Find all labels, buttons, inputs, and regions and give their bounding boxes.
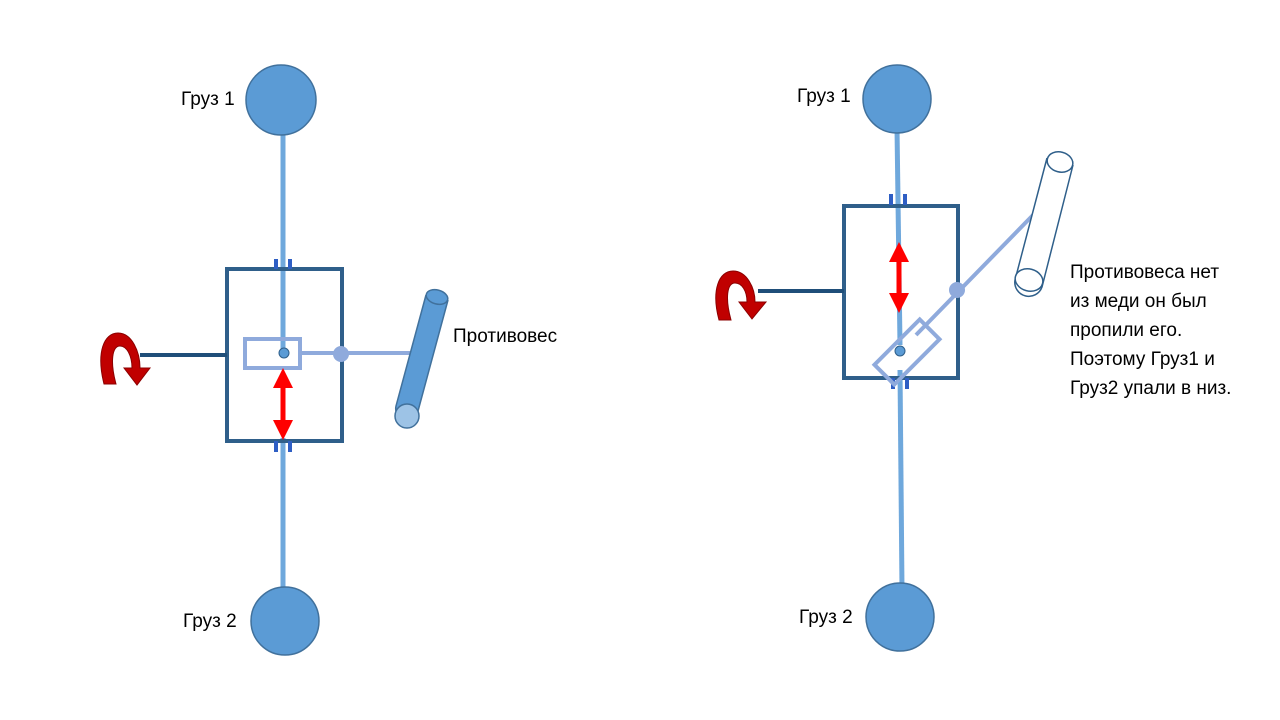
note-line: Груз2 упали в низ. xyxy=(1070,378,1232,399)
right-pivot-joint xyxy=(949,282,965,298)
left-top-bracket xyxy=(274,259,292,269)
right-slider-block xyxy=(871,316,943,388)
left-counterweight xyxy=(394,288,449,429)
right-lever-arm xyxy=(914,210,1038,337)
left-counterweight-label: Противовес xyxy=(453,326,557,347)
note-line: Поэтому Груз1 и xyxy=(1070,349,1215,370)
right-missing-counterweight xyxy=(1014,151,1074,298)
left-rotation-arrow-icon xyxy=(100,332,152,386)
right-axle xyxy=(894,345,906,357)
right-weight-1 xyxy=(862,64,932,134)
right-top-bracket xyxy=(889,194,907,205)
left-slider-block xyxy=(243,337,302,370)
explanation-note: Противовеса нет из меди он был пропили е… xyxy=(1070,258,1275,403)
right-rotation-arrow-icon xyxy=(715,270,768,321)
left-axle xyxy=(278,347,290,359)
note-line: пропили его. xyxy=(1070,320,1183,341)
left-weight-2-label: Груз 2 xyxy=(183,611,237,632)
left-weight-1 xyxy=(245,64,317,136)
right-weight-2-label: Груз 2 xyxy=(799,607,853,628)
note-line: Противовеса нет xyxy=(1070,262,1220,283)
left-bottom-bracket xyxy=(274,441,292,452)
right-weight-2 xyxy=(865,582,935,652)
right-upper-rod xyxy=(894,127,903,346)
left-weight-1-label: Груз 1 xyxy=(181,89,235,110)
right-lower-rod xyxy=(897,369,905,591)
left-mechanism: Груз 1 Груз 2 Противовес xyxy=(100,64,557,656)
left-weight-2 xyxy=(250,586,320,656)
left-pivot-joint xyxy=(333,346,349,362)
right-mechanism: Груз 1 Груз 2 xyxy=(715,64,1074,652)
right-weight-1-label: Груз 1 xyxy=(797,86,851,107)
note-line: из меди он был xyxy=(1070,291,1207,312)
